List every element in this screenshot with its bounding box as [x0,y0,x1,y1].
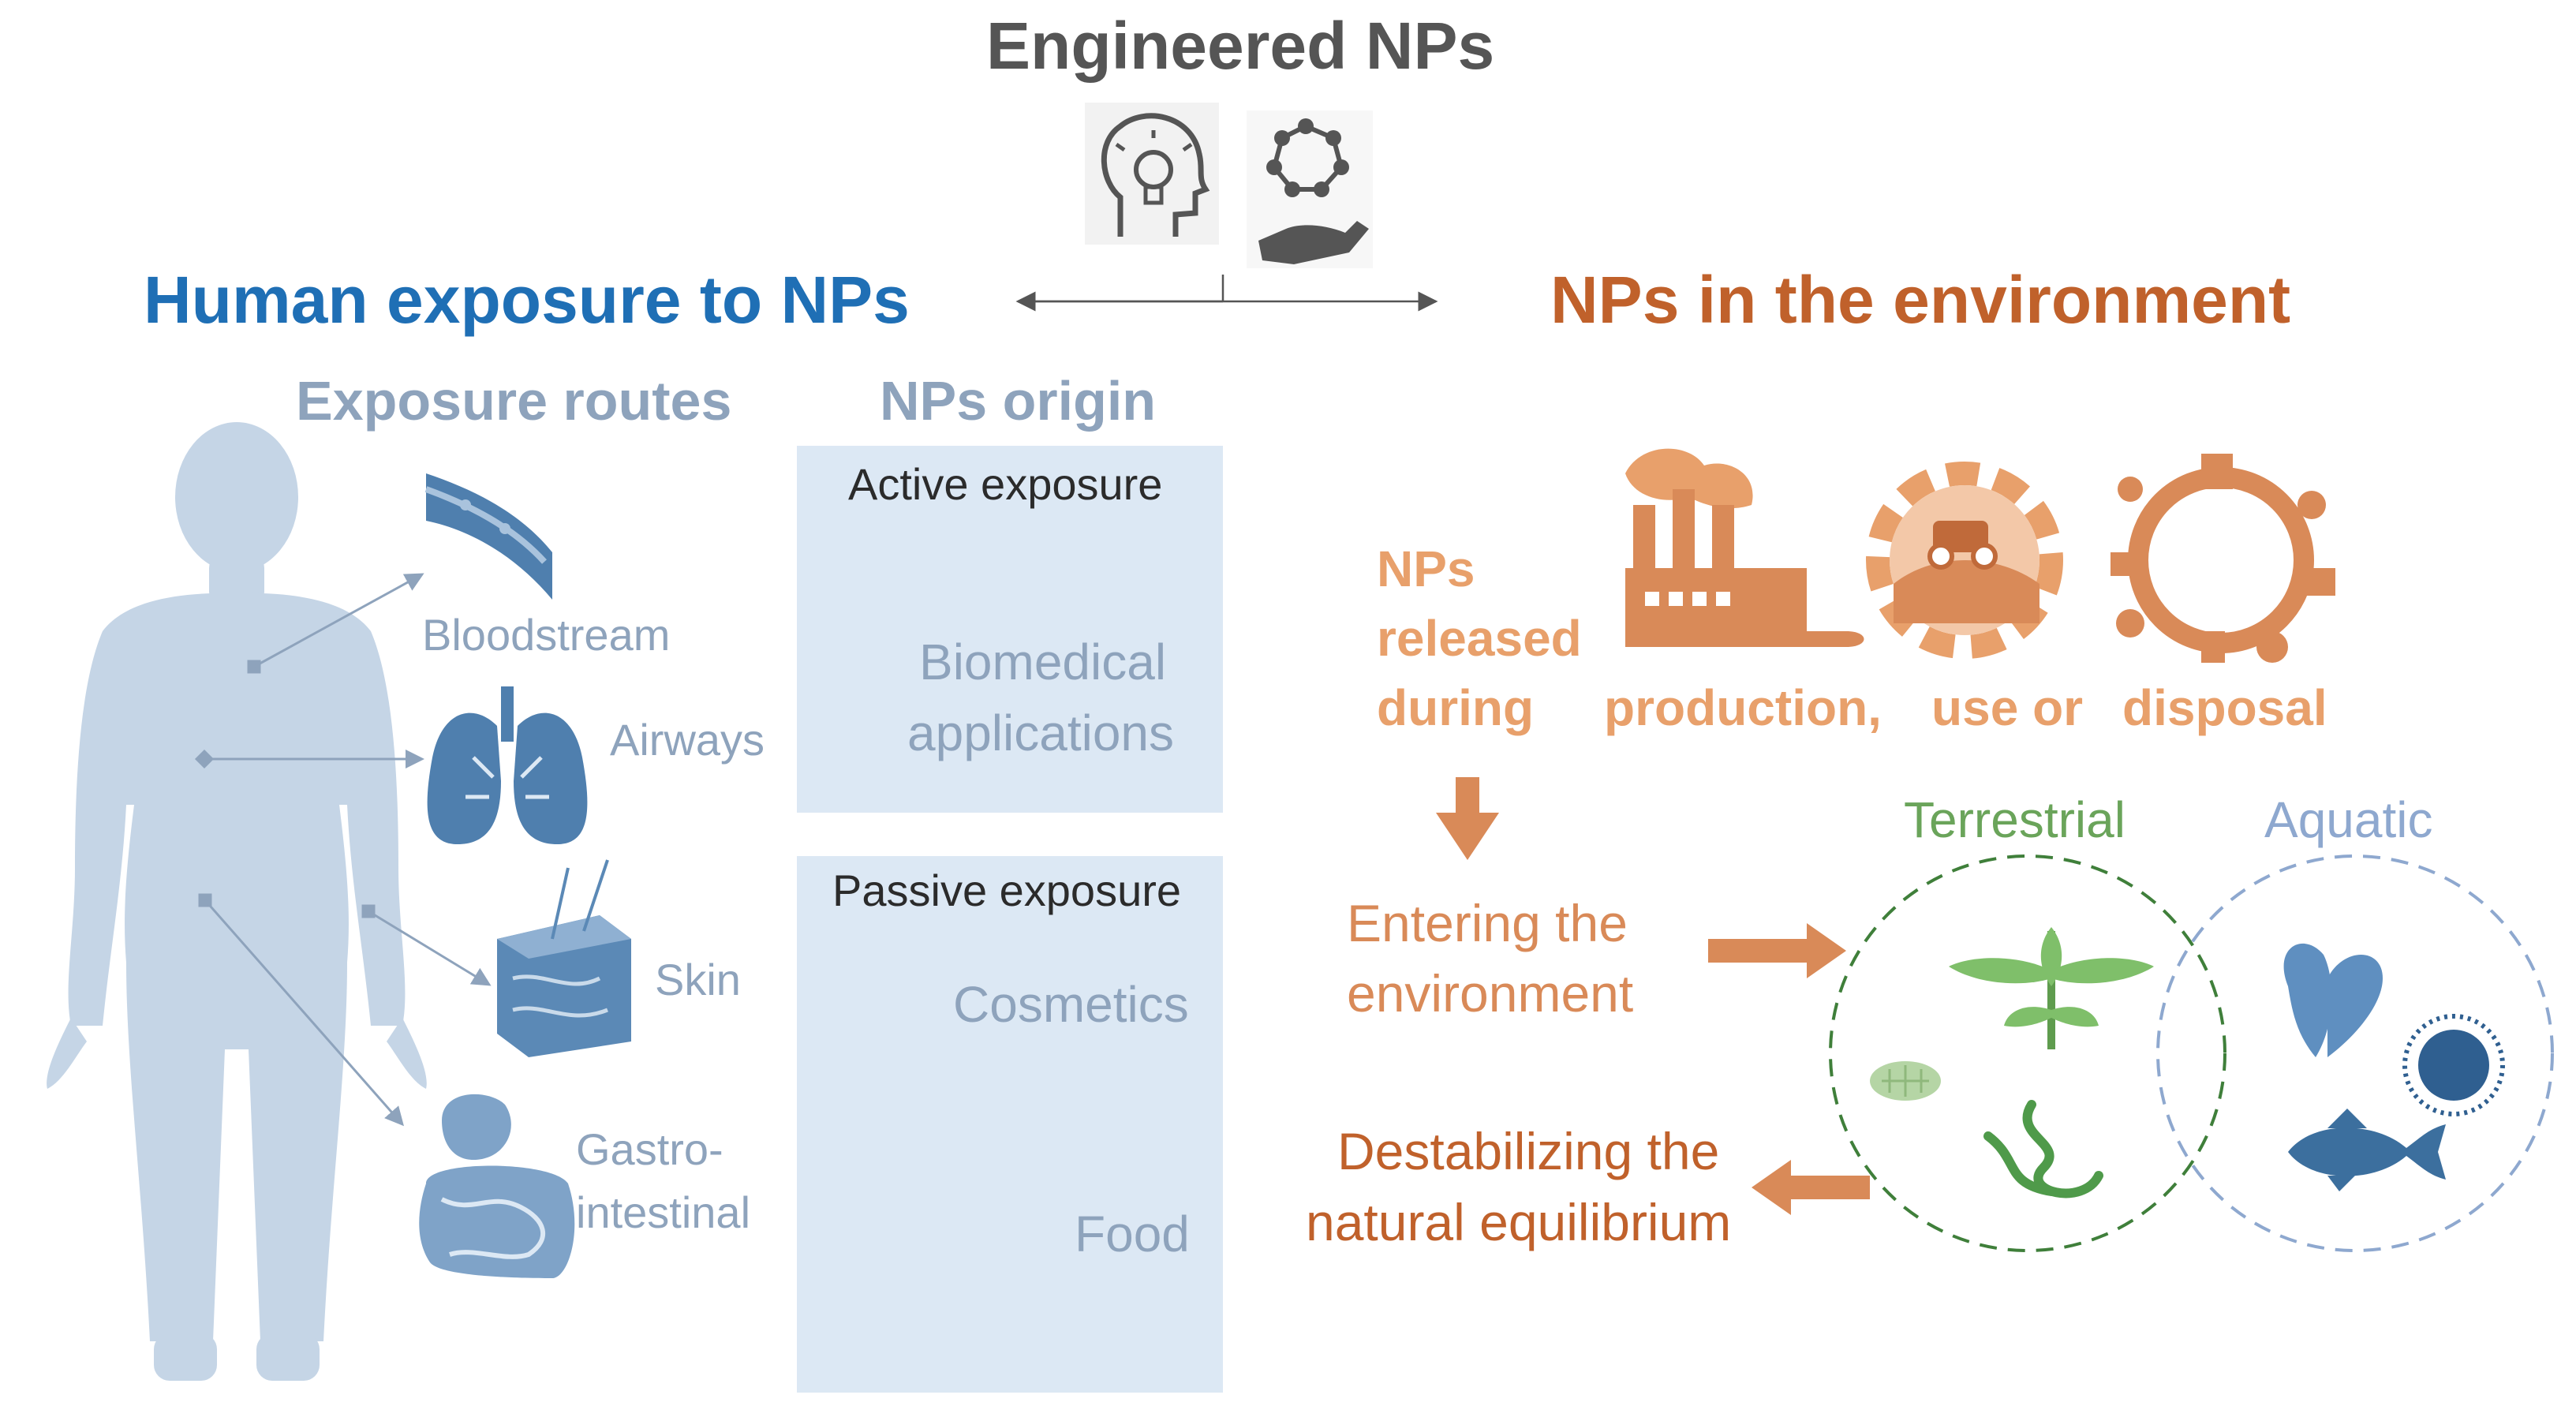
lightbulb-head-icon [1085,103,1219,245]
terrestrial-label: Terrestrial [1904,791,2125,848]
destab-line2: natural equilibrium [1306,1193,1732,1251]
entering-line2: environment [1347,964,1634,1023]
active-exposure-title: Active exposure [848,459,1163,509]
human-exposure-title: Human exposure to NPs [144,263,910,337]
food-label: Food [1075,1206,1190,1262]
passive-exposure-title: Passive exposure [832,866,1182,915]
disposal-label: disposal [2122,679,2327,736]
airways-label: Airways [610,715,765,765]
disposal-cycle-icon [2111,454,2335,663]
released-line1: NPs [1377,540,1475,597]
bloodstream-label: Bloodstream [422,610,671,660]
environment-title: NPs in the environment [1550,263,2291,337]
fish-icon [2288,1109,2446,1191]
terrestrial-circle [1829,854,2226,1252]
worm-icon [1983,1100,2103,1198]
human-body-silhouette [47,422,427,1381]
factory-icon [1625,448,1864,647]
released-line3: during [1377,679,1535,736]
gastrointestinal-connector [204,899,404,1127]
gastro-label-line2: intestinal [576,1187,751,1237]
nps-origin-heading: NPs origin [880,370,1157,432]
biomedical-label-line1: Biomedical [919,634,1167,690]
passive-exposure-panel [797,856,1223,1393]
aquatic-label: Aquatic [2264,791,2433,848]
molecule-hand-icon [1247,110,1373,268]
gastro-label-line1: Gastro- [576,1124,723,1174]
use-label: use or [1931,679,2084,736]
aquatic-circle [2156,854,2554,1252]
right-arrow [1708,923,1846,978]
stomach-intestine-icon [419,1094,575,1278]
entering-line1: Entering the [1347,894,1628,952]
mussel-icon [2283,943,2383,1057]
down-arrow [1436,777,1499,860]
skin-connector [368,910,492,986]
destab-line1: Destabilizing the [1337,1122,1720,1180]
production-label: production, [1604,679,1882,736]
biomedical-label-line2: applications [907,705,1174,761]
cosmetics-label: Cosmetics [953,976,1189,1033]
bloodstream-connector [253,573,424,668]
blood-vessel-icon [424,473,552,600]
woodlouse-icon [1870,1061,1941,1101]
skin-label: Skin [655,955,741,1004]
agriculture-gear-icon [1866,462,2063,659]
sea-urchin-icon [2402,1014,2505,1116]
active-exposure-panel [797,446,1223,813]
exposure-routes-heading: Exposure routes [296,370,732,432]
left-arrow [1752,1160,1870,1215]
skin-layers-icon [497,859,631,1057]
lungs-icon [427,686,588,844]
plant-icon [1949,927,2154,1049]
released-line2: released [1377,610,1582,667]
engineered-nps-title: Engineered NPs [986,9,1495,83]
